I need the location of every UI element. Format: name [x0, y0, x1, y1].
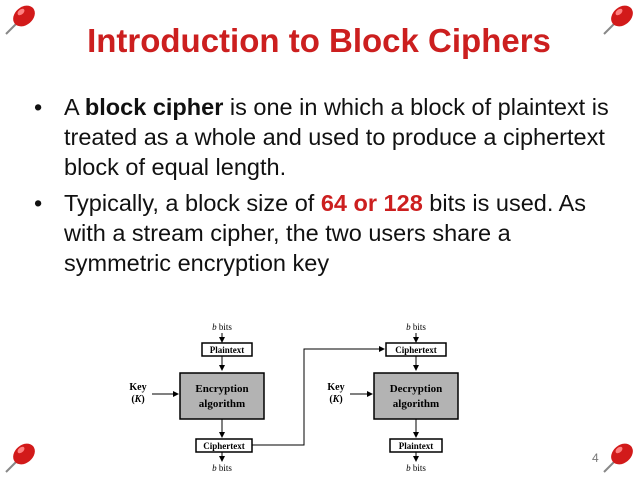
algorithm-label: algorithm: [393, 398, 439, 410]
bits-label: b bits: [406, 463, 426, 473]
ciphertext-label: Ciphertext: [395, 345, 437, 355]
pushpin-icon: [603, 5, 633, 35]
ciphertext-label: Ciphertext: [203, 441, 245, 451]
bullet-dot: •: [34, 190, 43, 216]
bullet-list: • A block cipher is one in which a block…: [32, 92, 612, 284]
bullet-bold-term: block cipher: [84, 94, 224, 120]
slide-title: Introduction to Block Ciphers: [87, 22, 551, 59]
bits-label: b bits: [212, 322, 232, 332]
page-number: 4: [592, 451, 599, 465]
encryption-label: Encryption: [195, 383, 248, 395]
decryption-algorithm-box: [373, 372, 459, 420]
plaintext-box: [201, 342, 253, 357]
pushpin-icon: [603, 443, 633, 473]
key-label: Key: [129, 382, 146, 393]
bullet-highlight: 64 or 128: [320, 190, 423, 216]
key-symbol: (K): [329, 394, 342, 405]
plaintext-label: Plaintext: [399, 441, 434, 451]
block-cipher-diagram: b bits Plaintext Key (K) Encryption algo…: [129, 322, 459, 473]
bullet-text: bits is used. As with a stream cipher, t…: [64, 190, 587, 276]
bullet-item: • A block cipher is one in which a block…: [32, 92, 612, 182]
bullet-text: is one in which a block of plaintext is …: [64, 94, 609, 180]
bullet-text: Typically, a block size of: [64, 190, 321, 216]
plaintext-label: Plaintext: [210, 345, 245, 355]
bullet-text: A: [64, 94, 85, 120]
key-label: Key: [327, 382, 344, 393]
decryption-label: Decryption: [390, 383, 443, 395]
encryption-algorithm-box: [179, 372, 265, 420]
bits-label: b bits: [406, 322, 426, 332]
key-symbol: (K): [131, 394, 144, 405]
pushpin-icon: [5, 5, 35, 35]
algorithm-label: algorithm: [199, 398, 245, 410]
pushpin-icon: [5, 443, 35, 473]
bullet-item: • Typically, a block size of 64 or 128 b…: [32, 188, 612, 278]
bullet-dot: •: [34, 94, 43, 120]
bits-label: b bits: [212, 463, 232, 473]
